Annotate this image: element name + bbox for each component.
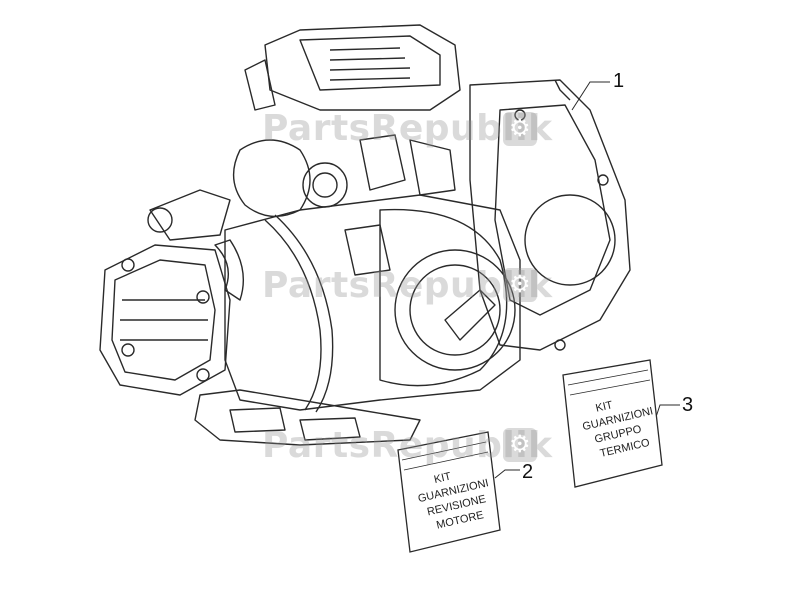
leader-line-3 xyxy=(654,404,680,421)
bag-2-line-1: KIT xyxy=(433,470,453,486)
leader-line-1 xyxy=(571,81,610,111)
callout-1[interactable]: 1 xyxy=(613,70,625,92)
watermark-gear-icon-top xyxy=(503,112,537,146)
leader-line-2 xyxy=(494,469,520,479)
watermark-gear-icon-bottom xyxy=(503,428,537,462)
callout-2[interactable]: 2 xyxy=(522,461,534,483)
gasket-kit-bag-3: KIT GUARNIZIONI GRUPPO TERMICO xyxy=(562,359,663,488)
callout-3[interactable]: 3 xyxy=(682,394,694,416)
watermark-gear-icon-middle xyxy=(503,268,537,302)
gasket-kit-bag-2: KIT GUARNIZIONI REVISIONE MOTORE xyxy=(397,431,501,553)
bag-3-line-1: KIT xyxy=(595,399,615,415)
